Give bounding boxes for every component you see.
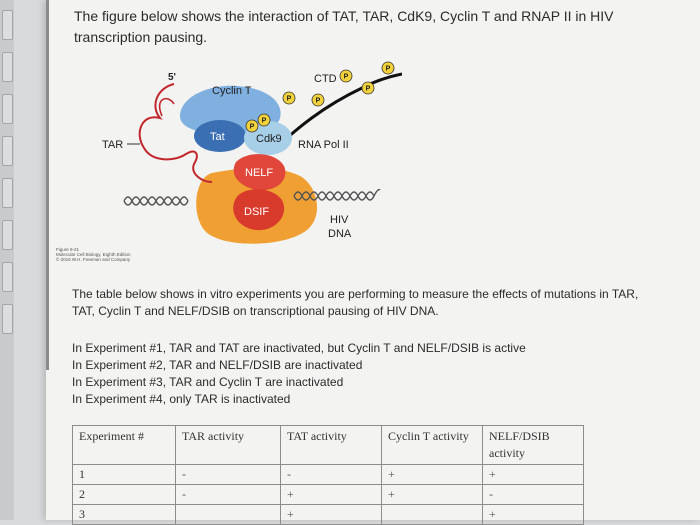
- table-cell: +: [482, 504, 584, 525]
- binder-ring: [2, 136, 13, 166]
- label-cyclin-t: Cyclin T: [212, 85, 252, 97]
- hiv-transcription-figure: P P P P P P P 5' Cyclin T CTD TAR Tat Cd…: [102, 61, 402, 244]
- phosphate-label: P: [366, 86, 371, 93]
- dna-right: [293, 188, 381, 201]
- label-hiv: HIV: [330, 214, 349, 226]
- table-cell: -: [175, 484, 281, 505]
- page-margin-rule: [46, 0, 49, 370]
- experiment-item: In Experiment #4, only TAR is inactivate…: [72, 392, 291, 406]
- table-cell: +: [280, 484, 382, 505]
- binder-ring: [2, 220, 13, 250]
- dna-left: [123, 196, 189, 206]
- table-cell: 3: [72, 504, 176, 525]
- binder-ring: [2, 304, 13, 334]
- experiment-list: In Experiment #1, TAR and TAT are inacti…: [72, 340, 652, 408]
- intro-text: The figure below shows the interaction o…: [74, 8, 614, 45]
- table-intro-text: The table below shows in vitro experimen…: [72, 287, 639, 318]
- experiment-item: In Experiment #2, TAR and NELF/DSIB are …: [72, 358, 363, 372]
- header-cyclin-t-activity: Cyclin T activity: [381, 425, 483, 465]
- ctd-tail: [272, 72, 402, 152]
- label-rna-pol-ii: RNA Pol II: [298, 139, 349, 151]
- binder-ring: [2, 178, 13, 208]
- experiment-item: In Experiment #1, TAR and TAT are inacti…: [72, 341, 526, 355]
- header-nelf-dsib-activity: NELF/DSIB activity: [482, 425, 584, 465]
- table-row: 2 - + + -: [72, 484, 584, 505]
- dsif-shape: [233, 189, 285, 231]
- table-cell: -: [280, 464, 382, 485]
- binder-edge: [0, 0, 14, 520]
- table-cell: -: [482, 484, 584, 505]
- tat-shape: [194, 120, 246, 152]
- header-tar-activity: TAR activity: [175, 425, 281, 465]
- table-cell: 1: [72, 464, 176, 485]
- binder-ring: [2, 10, 13, 40]
- binder-ring: [2, 52, 13, 82]
- header-tat-activity: TAT activity: [280, 425, 382, 465]
- experiment-item: In Experiment #3, TAR and Cyclin T are i…: [72, 375, 344, 389]
- label-cdk9: Cdk9: [256, 133, 282, 145]
- phosphate-label: P: [287, 96, 292, 103]
- binder-ring: [2, 94, 13, 124]
- table-cell: [381, 504, 483, 525]
- phosphate-icons: [245, 61, 395, 133]
- label-dna: DNA: [328, 228, 352, 240]
- phosphate-label: P: [262, 118, 267, 125]
- figure-credit: Figure 9-21 Molecular Cell Biology, Eigh…: [56, 247, 131, 262]
- label-dsif: DSIF: [244, 206, 269, 218]
- table-cell: +: [482, 464, 584, 485]
- table-header-row: Experiment # TAR activity TAT activity C…: [72, 425, 584, 465]
- experiment-table: Experiment # TAR activity TAT activity C…: [72, 425, 584, 525]
- table-cell: +: [381, 464, 483, 485]
- phosphate-label: P: [344, 74, 349, 81]
- table-cell: +: [381, 484, 483, 505]
- rna-strand: [138, 83, 213, 183]
- phosphate-label: P: [316, 98, 321, 105]
- label-5-prime: 5': [168, 72, 176, 83]
- table-cell: +: [280, 504, 382, 525]
- label-tar: TAR: [102, 139, 123, 151]
- label-tat: Tat: [210, 131, 225, 143]
- tar-loop: [158, 97, 175, 117]
- phosphate-label: P: [250, 124, 255, 131]
- label-ctd: CTD: [314, 73, 337, 85]
- table-row: 3 + +: [72, 504, 584, 525]
- binder-ring: [2, 262, 13, 292]
- phosphate-label: P: [386, 66, 391, 73]
- header-experiment: Experiment #: [72, 425, 176, 465]
- label-nelf: NELF: [245, 167, 273, 179]
- table-row: 1 - - + +: [72, 464, 584, 485]
- table-cell: -: [175, 464, 281, 485]
- table-cell: [175, 504, 281, 525]
- nelf-shape: [233, 154, 286, 191]
- document-page: The figure below shows the interaction o…: [46, 0, 700, 525]
- table-cell: 2: [72, 484, 176, 505]
